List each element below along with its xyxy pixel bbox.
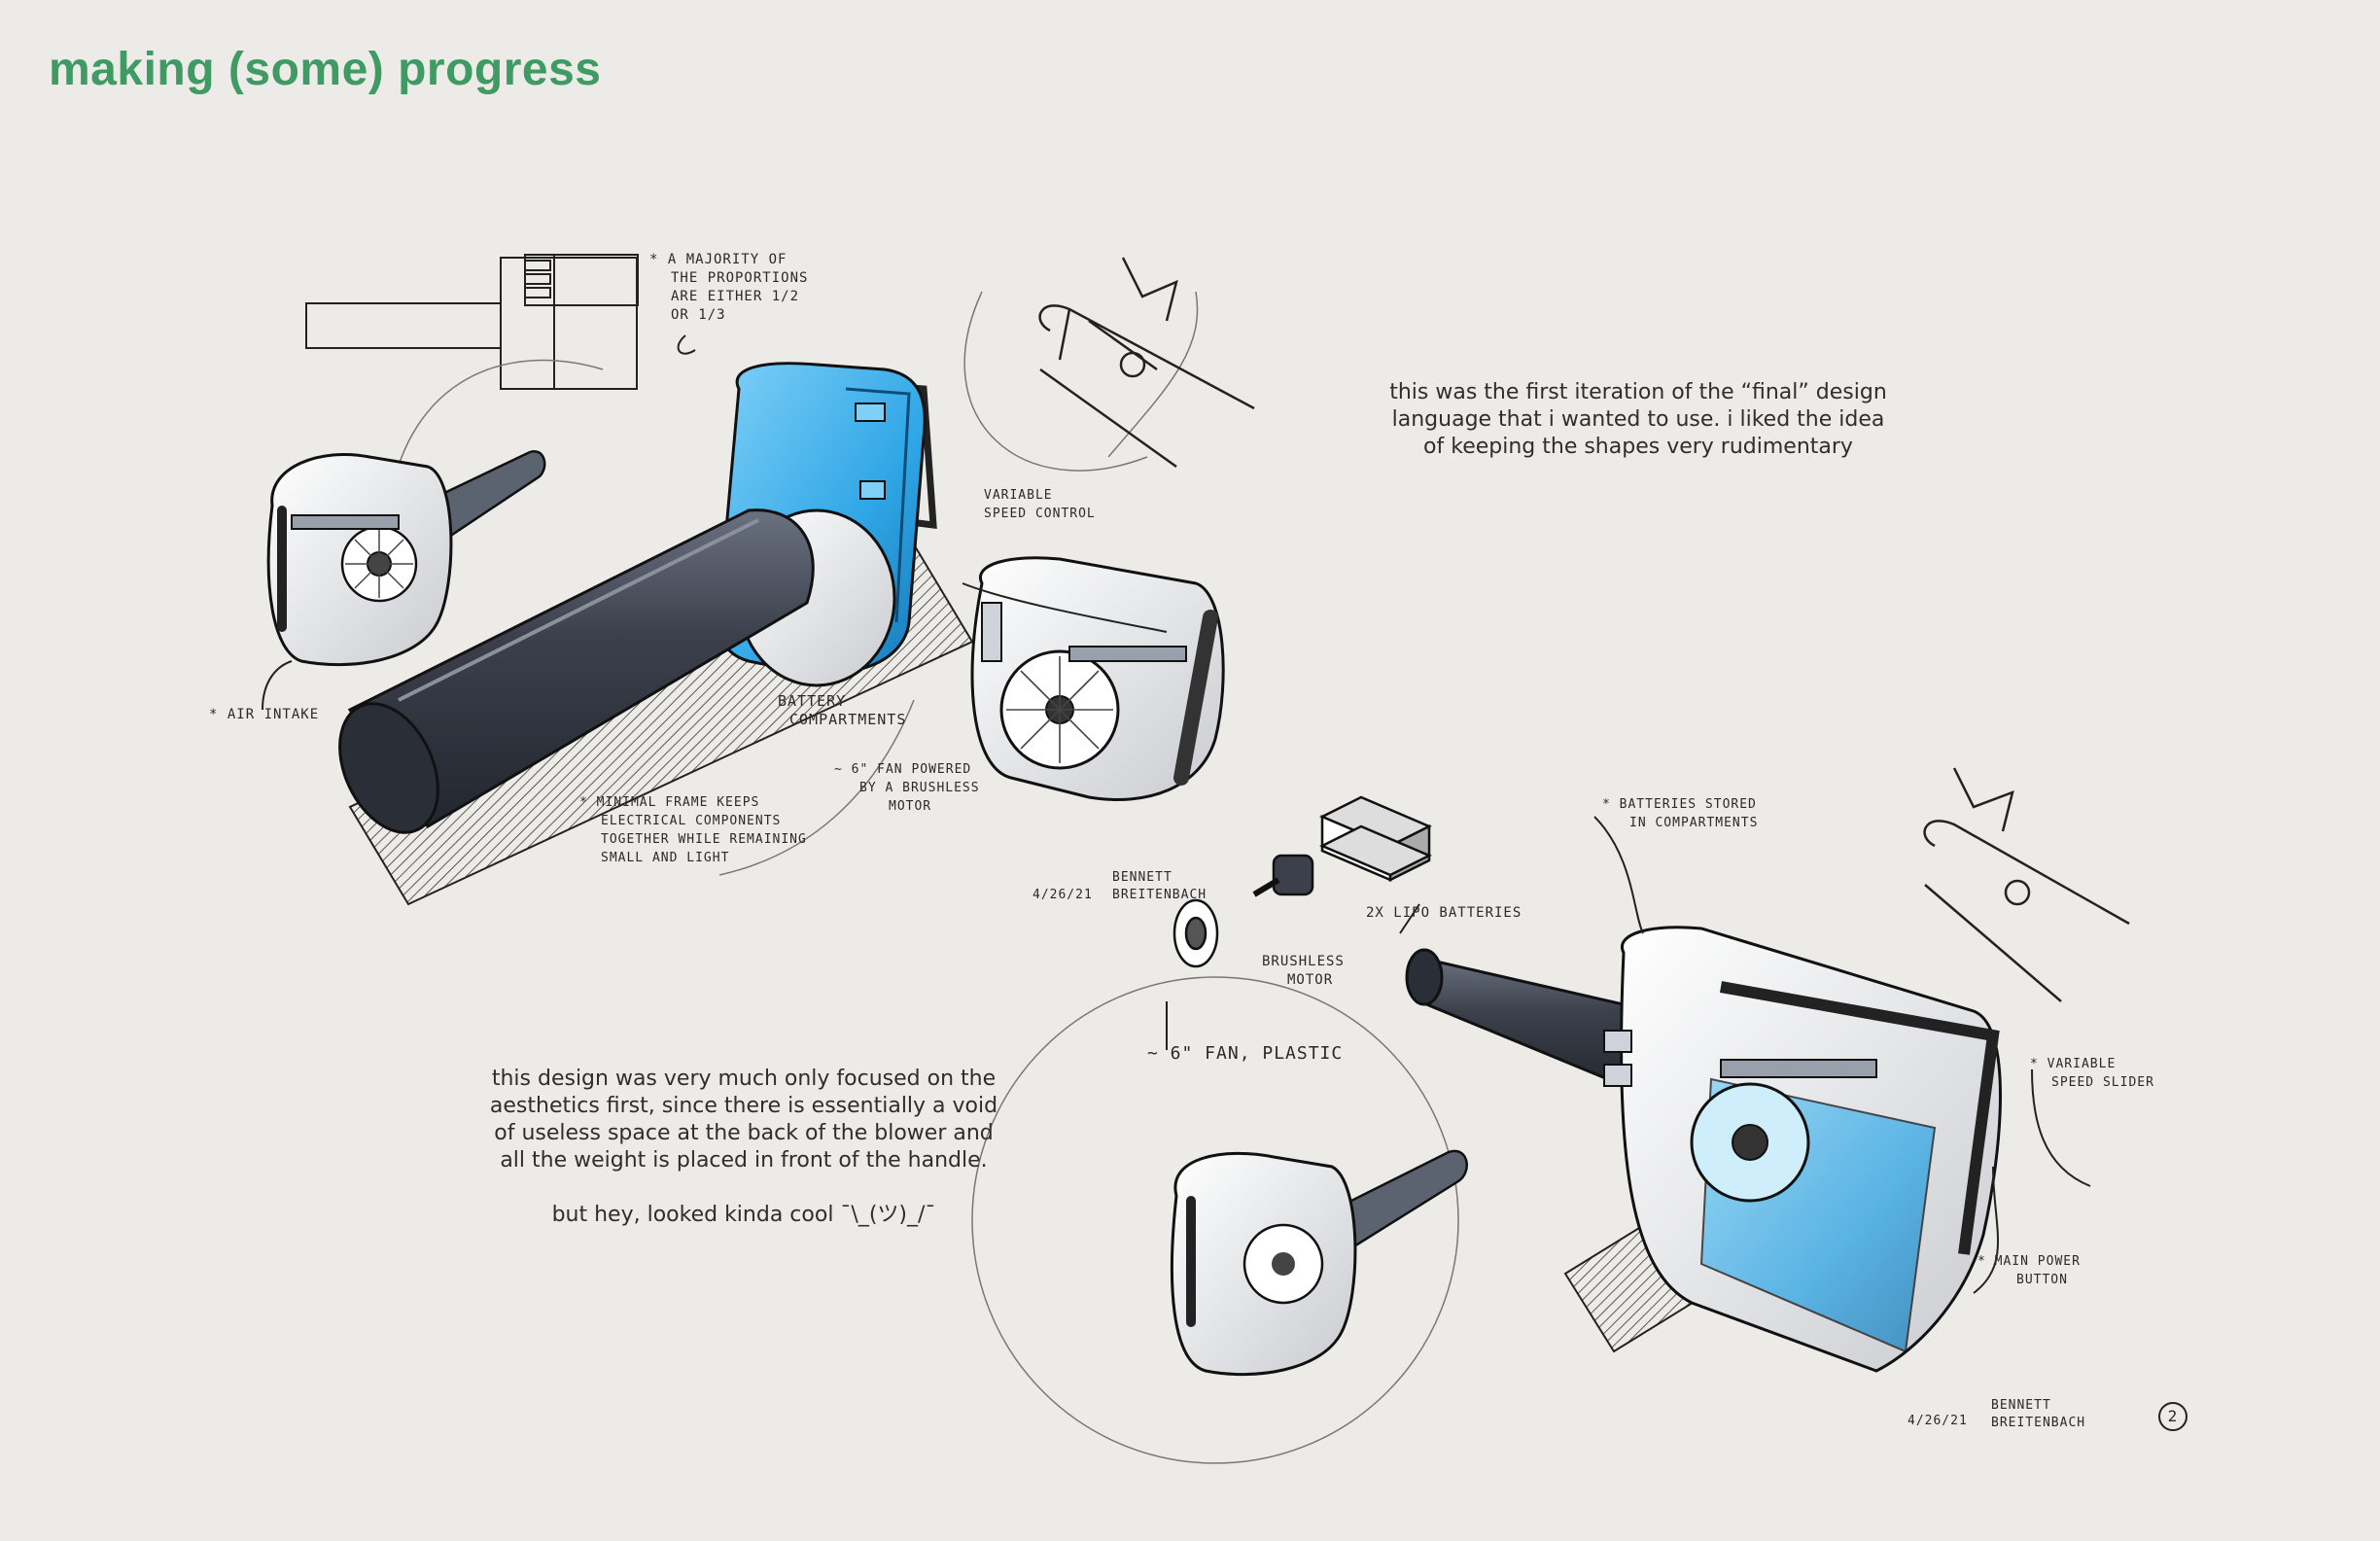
note-battery-compartments: Battery compartments <box>778 692 906 729</box>
paragraph-left-line: all the weight is placed in front of the… <box>500 1148 988 1173</box>
paragraph-right-line: this was the first iteration of the “fin… <box>1389 380 1887 404</box>
handle-detail-sketch-2 <box>1923 767 2130 1002</box>
paragraph-right: this was the first iteration of the “fin… <box>1356 379 1920 461</box>
note-variable-slider: * Variable speed slider <box>2030 1055 2154 1092</box>
note-line: button <box>2016 1273 2068 1287</box>
note-line: are either 1/2 <box>671 289 800 304</box>
note-line: Variable <box>984 488 1053 503</box>
note-line: Brushless <box>1262 954 1345 969</box>
note-line: * Minimal frame keeps <box>579 795 760 810</box>
signature-name: Bennett <box>1991 1398 2051 1413</box>
note-batteries-stored: * Batteries stored in compartments <box>1602 795 1758 832</box>
construction-lines <box>388 291 1459 1464</box>
note-line: speed control <box>984 507 1096 521</box>
page-title: making (some) progress <box>49 44 602 95</box>
paragraph-left-line: aesthetics first, since there is essenti… <box>489 1094 998 1118</box>
signature-date: 4/26/21 <box>1032 888 1093 902</box>
paragraph-left-closing: but hey, looked kinda cool ¯\_(ツ)_/¯ <box>551 1203 936 1227</box>
proportions-sketch <box>305 254 639 390</box>
note-line: by a brushless <box>859 781 980 795</box>
note-line: * A majority of <box>649 252 788 267</box>
paragraph-left-line: of useless space at the back of the blow… <box>494 1121 994 1145</box>
signature-date: 4/26/21 <box>1908 1414 1968 1428</box>
note-line: Battery <box>778 692 847 710</box>
signature-name: Bennett <box>1112 870 1172 885</box>
small-blower-left <box>266 449 546 667</box>
note-line: * Variable <box>2030 1057 2117 1071</box>
note-line: in compartments <box>1629 816 1759 830</box>
note-air-intake: * Air intake <box>209 707 320 722</box>
note-line: * Batteries stored <box>1602 797 1757 812</box>
note-fan-plastic: ~ 6" fan, plastic <box>1147 1043 1344 1064</box>
second-blower-sketch <box>970 556 1225 801</box>
note-minimal-frame: * Minimal frame keeps electrical compone… <box>579 793 807 867</box>
note-line: compartments <box>789 711 907 728</box>
signature-name: Breitenbach <box>1991 1416 2086 1430</box>
page-number: 2 <box>2158 1402 2188 1431</box>
note-proportions: * A majority of the proportions are eith… <box>649 251 808 325</box>
note-line: * Main power <box>1978 1254 2081 1269</box>
paragraph-right-line: language that i wanted to use. i liked t… <box>1391 407 1885 432</box>
note-line: motor <box>889 799 932 814</box>
note-lipo-batteries: 2x Lipo batteries <box>1366 905 1522 921</box>
small-blower-bottom <box>1170 1149 1468 1377</box>
note-brushless-motor: Brushless motor <box>1262 953 1345 990</box>
note-line: small and light <box>601 851 730 865</box>
note-line: electrical components <box>601 814 782 828</box>
note-main-power: * Main power button <box>1978 1252 2081 1289</box>
paragraph-left-line: this design was very much only focused o… <box>491 1067 997 1091</box>
handle-detail-sketch <box>1038 257 1255 469</box>
note-line: ~ 6" fan powered <box>834 762 972 777</box>
main-blower-sketch <box>338 362 974 906</box>
note-line: speed slider <box>2051 1075 2154 1090</box>
paragraph-right-line: of keeping the shapes very rudimentary <box>1423 435 1853 459</box>
final-blower-sketch <box>1405 926 2002 1373</box>
note-line: the proportions <box>671 270 809 286</box>
note-line: or 1/3 <box>671 307 726 323</box>
note-variable-speed: Variable speed control <box>984 486 1096 523</box>
signature-name: Breitenbach <box>1112 888 1208 902</box>
note-line: together while remaining <box>601 832 807 847</box>
note-line: motor <box>1287 972 1334 988</box>
exploded-components <box>1172 795 1432 968</box>
paragraph-left: this design was very much only focused o… <box>457 1066 1031 1229</box>
note-fan-powered: ~ 6" fan powered by a brushless motor <box>834 760 980 816</box>
leader-arrows <box>262 334 2091 1294</box>
